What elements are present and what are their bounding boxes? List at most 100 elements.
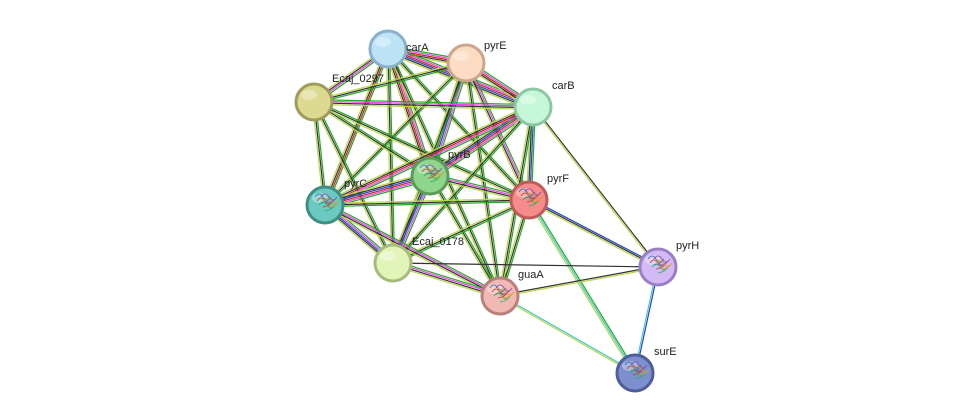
edge-evidence-line bbox=[314, 99, 534, 106]
edge-evidence-line bbox=[527, 200, 658, 269]
edge-evidence-line bbox=[324, 199, 530, 206]
edge-pyrF-pyrH[interactable] bbox=[527, 198, 660, 269]
node-pyrE[interactable]: pyrE bbox=[446, 40, 507, 83]
edge-pyrB-guaA[interactable] bbox=[428, 174, 502, 298]
node-circle bbox=[446, 43, 486, 83]
edge-evidence-line bbox=[500, 267, 659, 298]
edge-evidence-line bbox=[499, 265, 658, 296]
edge-evidence-line bbox=[430, 174, 502, 296]
edge-carB-pyrH[interactable] bbox=[531, 106, 660, 268]
node-label: carB bbox=[552, 80, 575, 92]
protein-structure-icon bbox=[647, 255, 673, 274]
edge-Ecaj_0178-pyrH[interactable] bbox=[392, 262, 659, 268]
node-label: pyrC bbox=[344, 178, 367, 190]
edge-evidence-line bbox=[388, 47, 531, 200]
node-label: Ecaj_0297 bbox=[332, 73, 384, 85]
edge-evidence-line bbox=[325, 63, 468, 207]
protein-structure-icon bbox=[624, 361, 650, 380]
protein-structure-icon bbox=[419, 164, 445, 183]
edge-pyrF-surE[interactable] bbox=[527, 198, 637, 375]
protein-structure-icon bbox=[518, 188, 544, 207]
node-highlight bbox=[375, 37, 391, 47]
node-circle bbox=[638, 247, 678, 287]
edge-evidence-line bbox=[312, 102, 393, 264]
edge-evidence-line bbox=[325, 203, 501, 296]
node-pyrB[interactable]: pyrB bbox=[410, 149, 471, 196]
edge-evidence-line bbox=[531, 107, 658, 268]
edge-evidence-line bbox=[384, 49, 428, 178]
node-guaA[interactable]: guaA bbox=[480, 269, 544, 316]
node-pyrF[interactable]: pyrF bbox=[509, 173, 569, 220]
edge-evidence-line bbox=[500, 294, 636, 373]
protein-structure-icon bbox=[314, 193, 340, 212]
edge-evidence-line bbox=[324, 205, 500, 298]
edges-layer bbox=[311, 44, 660, 375]
node-pyrH[interactable]: pyrH bbox=[638, 240, 699, 287]
edge-guaA-pyrH[interactable] bbox=[499, 265, 659, 298]
edge-evidence-line bbox=[313, 62, 467, 103]
node-label: pyrF bbox=[547, 173, 569, 185]
edge-evidence-line bbox=[323, 206, 500, 299]
node-label: Ecaj_0178 bbox=[412, 236, 464, 248]
edge-evidence-line bbox=[324, 197, 529, 205]
edge-evidence-line bbox=[430, 107, 534, 178]
edge-carB-pyrB[interactable] bbox=[427, 103, 536, 180]
node-Ecaj_0178[interactable]: Ecaj_0178 bbox=[373, 236, 464, 283]
edge-Ecaj_0297-pyrF[interactable] bbox=[313, 99, 530, 203]
edge-evidence-line bbox=[313, 60, 466, 102]
node-circle bbox=[294, 82, 334, 122]
node-circle bbox=[509, 180, 549, 220]
node-highlight bbox=[301, 90, 317, 100]
edge-pyrE-Ecaj_0297[interactable] bbox=[313, 60, 467, 105]
edge-pyrE-pyrC[interactable] bbox=[323, 61, 468, 207]
node-highlight bbox=[520, 95, 536, 105]
edge-evidence-line bbox=[313, 102, 529, 203]
node-carA[interactable]: carA bbox=[368, 29, 429, 69]
node-circle bbox=[373, 243, 413, 283]
node-Ecaj_0297[interactable]: Ecaj_0297 bbox=[294, 73, 384, 122]
edge-evidence-line bbox=[428, 176, 500, 298]
edge-evidence-line bbox=[313, 102, 533, 109]
node-circle bbox=[480, 276, 520, 316]
node-pyrC[interactable]: pyrC bbox=[305, 178, 367, 225]
edge-evidence-line bbox=[313, 103, 533, 110]
node-carB[interactable]: carB bbox=[513, 80, 575, 127]
node-circle bbox=[368, 29, 408, 69]
node-circle bbox=[615, 353, 655, 393]
edge-evidence-line bbox=[324, 106, 534, 206]
edge-evidence-line bbox=[527, 200, 635, 375]
edge-evidence-line bbox=[313, 101, 431, 177]
node-label: pyrH bbox=[676, 240, 699, 252]
edge-evidence-line bbox=[325, 202, 502, 295]
node-label: pyrB bbox=[448, 149, 471, 161]
edge-evidence-line bbox=[323, 103, 532, 203]
edge-evidence-line bbox=[427, 103, 532, 174]
edge-evidence-line bbox=[499, 296, 635, 375]
protein-structure-icon bbox=[489, 284, 515, 303]
edge-evidence-line bbox=[393, 107, 535, 265]
edge-evidence-line bbox=[429, 105, 533, 176]
node-circle bbox=[513, 87, 553, 127]
edge-Ecaj_0297-carB[interactable] bbox=[313, 99, 534, 110]
edge-evidence-line bbox=[428, 104, 532, 175]
edge-evidence-line bbox=[431, 108, 535, 179]
edge-evidence-line bbox=[533, 106, 660, 267]
edge-evidence-line bbox=[528, 199, 659, 268]
edge-evidence-line bbox=[432, 63, 470, 178]
edge-evidence-line bbox=[387, 48, 530, 201]
edge-evidence-line bbox=[314, 100, 534, 107]
node-highlight bbox=[380, 251, 396, 261]
node-circle bbox=[305, 185, 345, 225]
node-label: pyrE bbox=[484, 40, 507, 52]
node-label: guaA bbox=[518, 269, 544, 281]
edge-evidence-line bbox=[314, 99, 530, 200]
edge-pyrF-pyrC[interactable] bbox=[324, 197, 530, 208]
edge-evidence-line bbox=[314, 63, 467, 105]
edge-evidence-line bbox=[385, 49, 430, 177]
edge-guaA-surE[interactable] bbox=[499, 294, 636, 375]
edge-evidence-line bbox=[323, 61, 466, 205]
edge-pyrC-guaA[interactable] bbox=[323, 202, 502, 299]
node-surE[interactable]: surE bbox=[615, 346, 677, 393]
node-label: carA bbox=[406, 42, 429, 54]
